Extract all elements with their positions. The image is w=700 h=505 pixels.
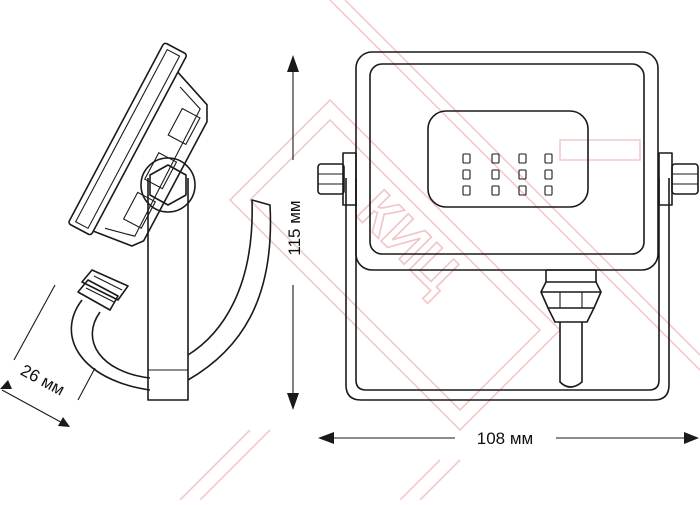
side-view bbox=[68, 42, 272, 401]
front-right-bolt bbox=[658, 152, 699, 206]
side-view-bracket bbox=[147, 178, 272, 401]
side-view-housing bbox=[68, 42, 208, 247]
front-panel bbox=[369, 63, 645, 255]
side-view-cable-inner bbox=[91, 311, 151, 379]
u-bracket-inner bbox=[355, 178, 660, 391]
side-view-bolt bbox=[140, 157, 196, 213]
led-chips bbox=[462, 153, 553, 196]
dimension-height: 115 мм bbox=[285, 55, 304, 410]
watermark: КИЦ bbox=[179, 0, 700, 501]
led-window bbox=[427, 110, 589, 208]
watermark-text: КИЦ bbox=[346, 178, 472, 304]
dimension-width: 108 мм bbox=[318, 429, 699, 448]
dimension-width-label: 108 мм bbox=[477, 429, 533, 448]
front-view bbox=[317, 51, 699, 401]
side-view-cable bbox=[70, 299, 151, 391]
front-left-bolt bbox=[317, 152, 357, 206]
side-view-cable-gland bbox=[77, 269, 129, 311]
dimension-height-label: 115 мм bbox=[285, 200, 304, 255]
front-cable bbox=[559, 322, 583, 388]
u-bracket bbox=[345, 178, 670, 401]
front-cable-gland bbox=[540, 269, 602, 388]
dimension-depth-label: 26 мм bbox=[17, 361, 67, 400]
